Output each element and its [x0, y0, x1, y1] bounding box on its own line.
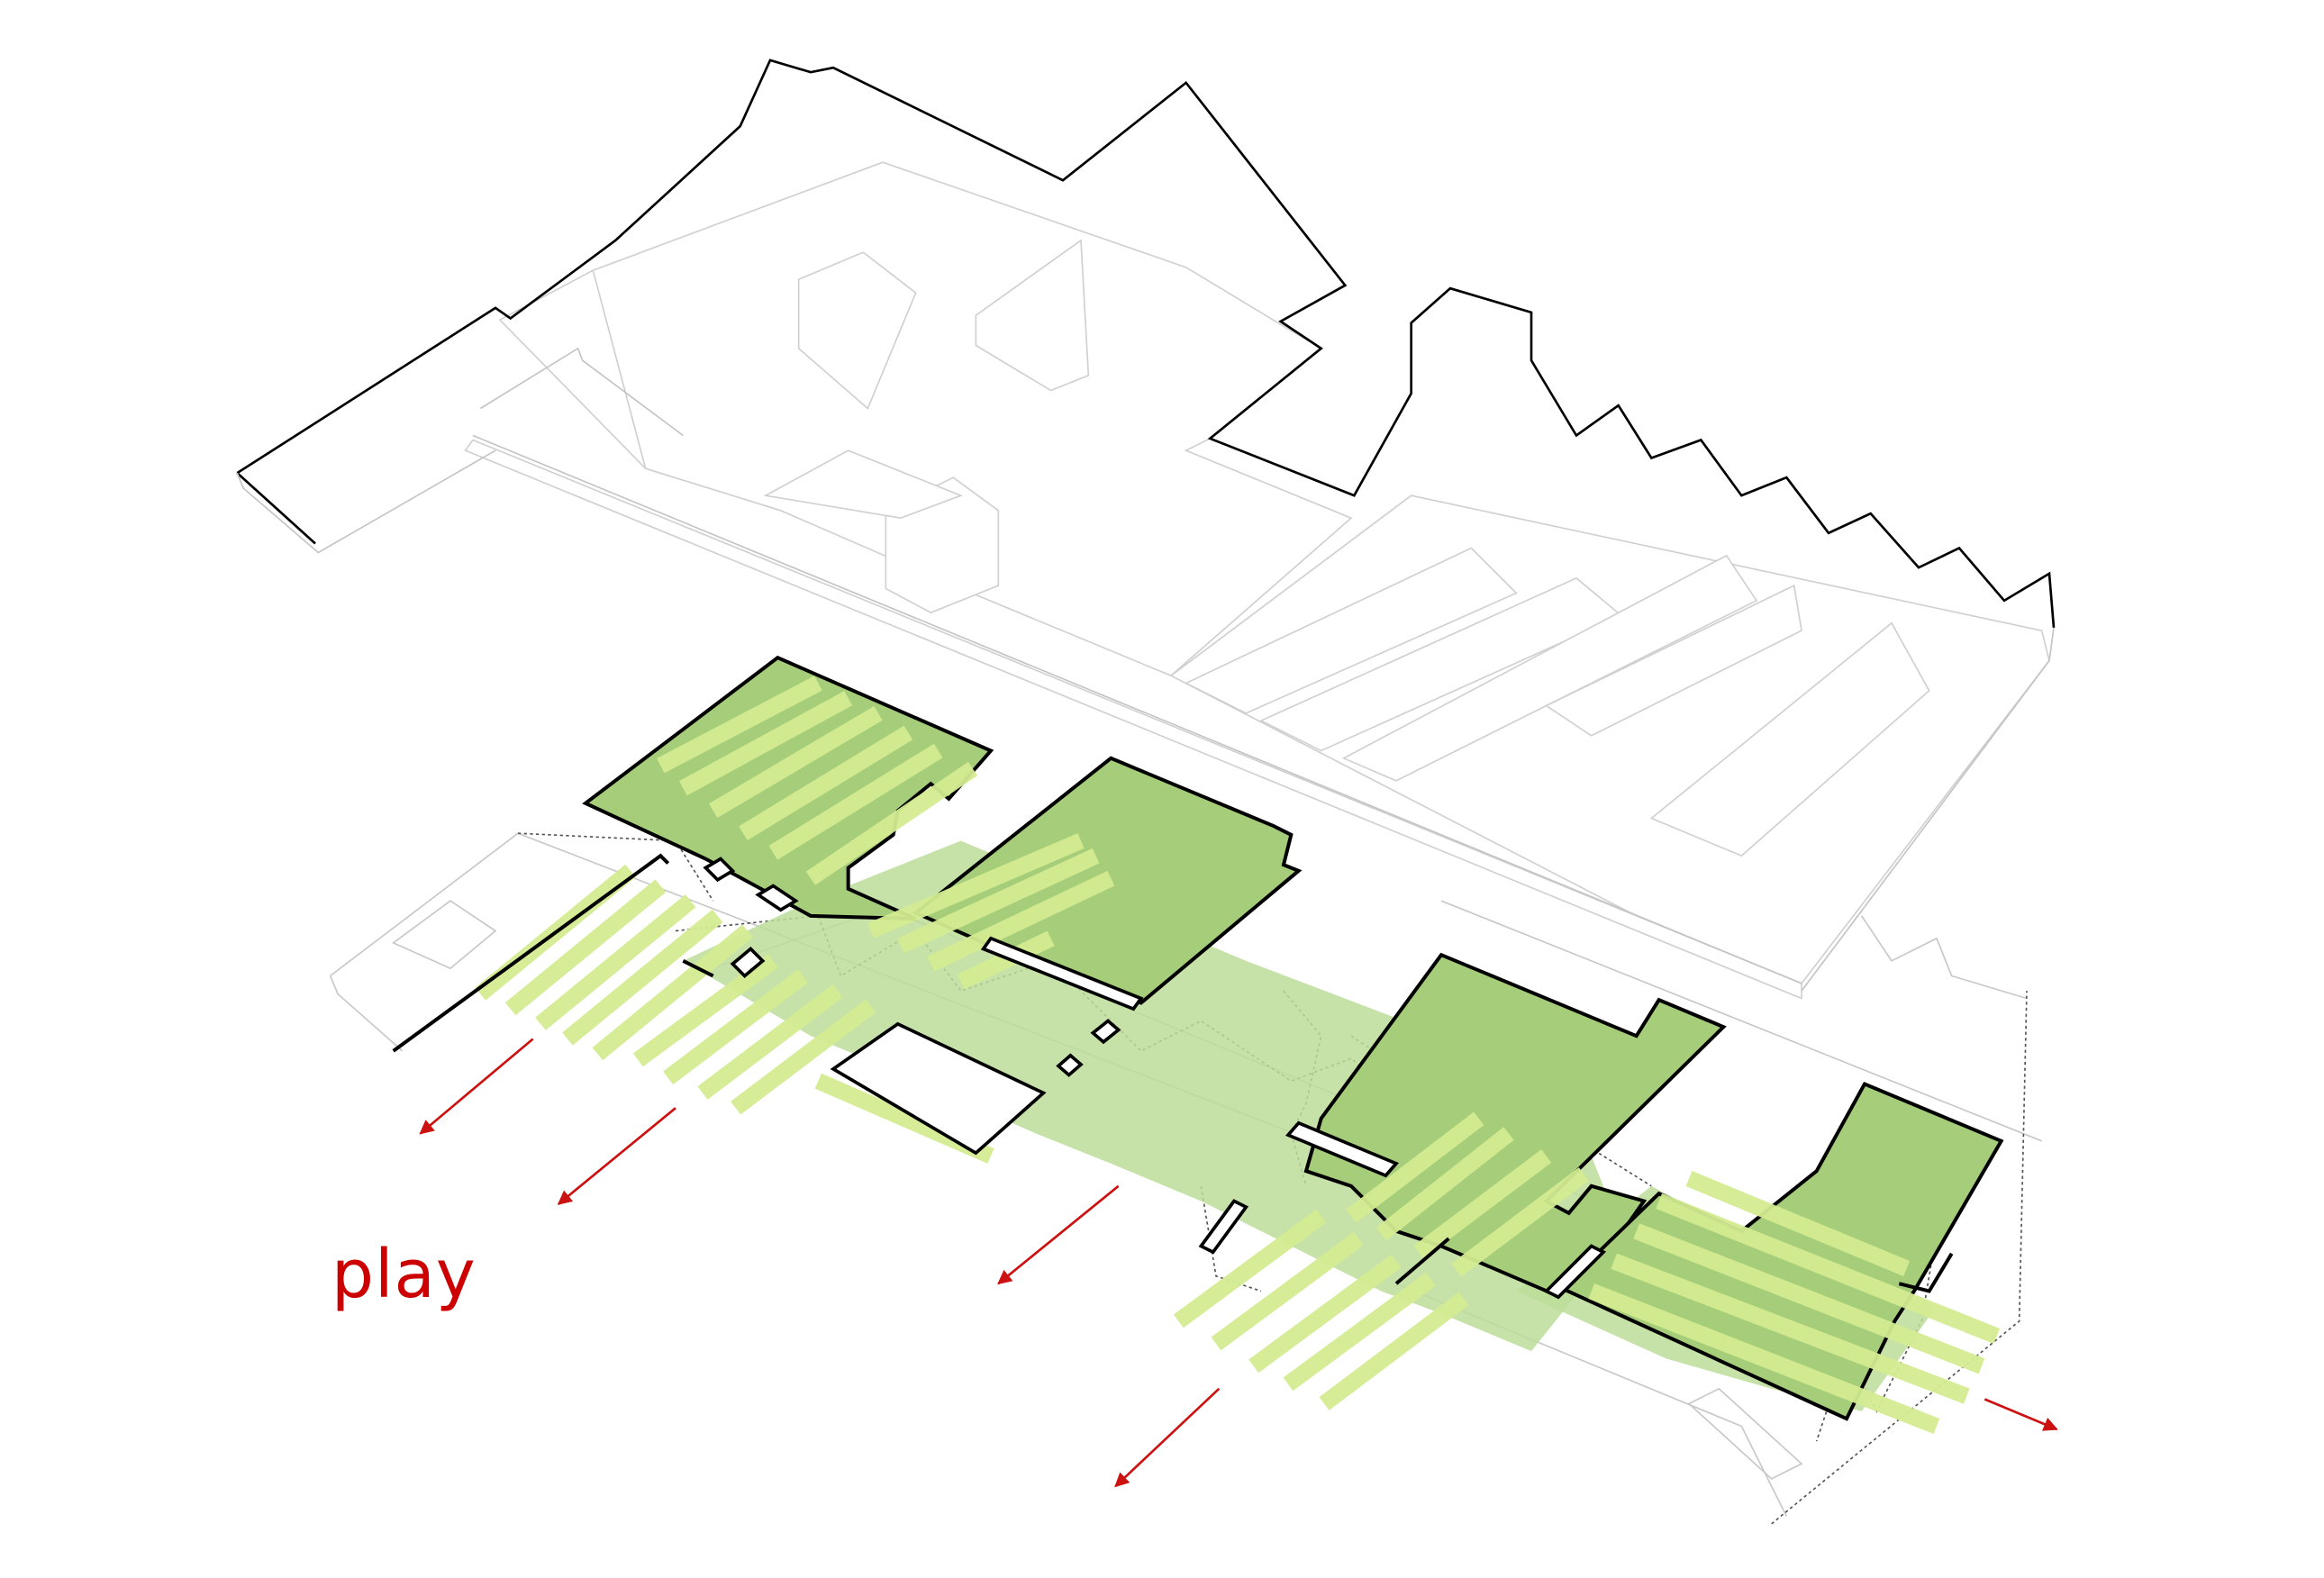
walls	[703, 857, 1607, 1300]
diagram-title: play	[331, 1236, 477, 1313]
roof-edges	[236, 347, 2055, 992]
play-stripes	[475, 676, 2001, 1435]
arrow-icon	[557, 1107, 676, 1205]
bold-wall-lines	[392, 853, 1954, 1293]
arrow-icon	[419, 1038, 534, 1135]
plate-1	[582, 655, 994, 921]
arrow-icon	[997, 1184, 1120, 1285]
arrow-icon	[1984, 1398, 2058, 1431]
direction-arrows	[419, 1038, 2058, 1488]
roof-layer	[464, 161, 2050, 1000]
roof-outline	[236, 59, 2056, 628]
arrow-icon	[1114, 1387, 1221, 1488]
